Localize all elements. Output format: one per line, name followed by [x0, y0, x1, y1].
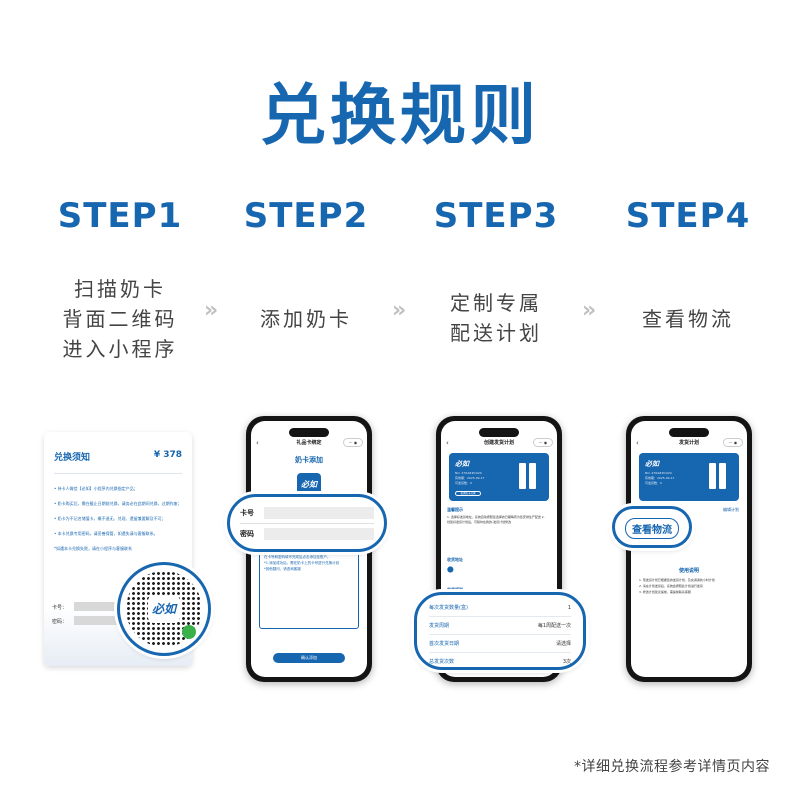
card-number-input[interactable] — [264, 507, 374, 519]
change-card-button[interactable]: 更换奶卡兑换 — [455, 491, 481, 496]
back-icon[interactable]: ‹ — [446, 439, 449, 447]
card-password-value — [74, 616, 124, 625]
step-3-desc: 定制专属 配送计划 — [450, 291, 542, 345]
brand-logo: 必如 — [455, 460, 469, 468]
qr-logo: 必如 — [148, 595, 180, 623]
milk-box-image — [519, 463, 526, 489]
tips-text: 1. 选择好发货地址，系统自动按照您选择的日期每周为您安排生产配送 2. 创建好… — [447, 515, 545, 524]
capsule-menu-icon[interactable]: ··· ◉ — [723, 438, 743, 447]
rule-row[interactable]: 总发货次数 3次 — [429, 653, 571, 671]
rule-value: 1 — [567, 605, 571, 611]
milk-box-image — [529, 463, 536, 489]
card-password-label: 密码： — [52, 619, 68, 625]
capsule-menu-icon[interactable]: ··· ◉ — [343, 438, 363, 447]
location-pin-icon[interactable]: ⬤ — [447, 566, 454, 573]
address-heading: 收货地址 — [447, 557, 463, 562]
step-4-desc: 查看物流 — [642, 307, 734, 331]
tips-heading: 温馨提示 — [447, 507, 463, 512]
step-3-title: STEP3 — [433, 196, 559, 236]
card-heading: 兑换须知 — [54, 453, 91, 463]
confirm-add-button[interactable]: 确认添加 — [273, 653, 345, 663]
nav-title: 发货计划 — [678, 440, 699, 446]
phone-screen: 发货计划 ‹ ··· ◉ 必如 NO. 4764##1020 有效期：2025-… — [631, 421, 747, 677]
edit-plan-link[interactable]: 编辑计划 — [723, 507, 739, 512]
capsule-menu-icon[interactable]: ··· ◉ — [533, 438, 553, 447]
card-number-value — [74, 602, 124, 611]
brand-logo: 必如 — [645, 460, 659, 468]
back-icon[interactable]: ‹ — [636, 439, 639, 447]
instructions-text: 1. 现发货计划已根据您的发货计划，及充满满的小时计划 2. 请在计划发货后，系… — [639, 578, 715, 594]
password-label: 密码 — [240, 529, 254, 538]
rule-label: 总发货次数 — [429, 659, 455, 665]
instructions-heading: 使用说明 — [678, 568, 699, 574]
back-icon[interactable]: ‹ — [256, 439, 259, 447]
card-number-label: 卡号 — [240, 509, 254, 517]
nav-title: 礼品卡绑定 — [296, 440, 322, 446]
card-info: NO. 4764##1020 有效期：2025-09-17 可发货数：0 — [645, 471, 675, 485]
rule-label: 发货周期 — [429, 623, 450, 629]
card-rule-line: • 奶卡购买后，需在截止日期前兑换，请务必在此期间兑换，过期作废； — [54, 501, 182, 506]
rules-heading: 发货规则 — [447, 587, 463, 592]
phone-notch — [669, 428, 709, 437]
milk-card-preview: 必如 NO. 4764##1020 有效期：2025-09-17 可发货数：0 — [639, 453, 739, 501]
card-number-row: 卡号 — [240, 503, 374, 523]
card-rule-line: • 奶卡为不记名储值卡，概不退无、兑现、遗留兼要解及不可； — [54, 516, 166, 521]
view-logistics-button[interactable]: 查看物流 — [625, 518, 679, 539]
milk-card-back: 兑换须知 ¥ 378 • 持卡人微信【必如】小程序内兑换指定产品； • 奶卡购买… — [44, 432, 192, 666]
card-input-callout: 卡号 密码 — [227, 494, 387, 552]
footnote: *详细兑换流程参考详情页内容 — [574, 759, 770, 775]
phone-step-4: 发货计划 ‹ ··· ◉ 必如 NO. 4764##1020 有效期：2025-… — [626, 416, 752, 682]
divider — [54, 473, 182, 474]
step-1: STEP1 扫描奶卡 背面二维码 进入小程序 — [30, 196, 210, 364]
qr-code[interactable]: 必如 — [117, 562, 211, 656]
rule-value: 每1周配送一次 — [537, 623, 571, 629]
rule-label: 每次发货数量(盒) — [429, 605, 468, 611]
card-rules: • 持卡人微信【必如】小程序内兑换指定产品； • 奶卡购买后，需在截止日期前兑换… — [44, 484, 192, 553]
step-2: STEP2 添加奶卡 — [216, 196, 396, 334]
rule-value: 请选择 — [555, 641, 571, 647]
delivery-rules-callout: 每次发货数量(盒) 1 发货周期 每1周配送一次 首次发货日期 请选择 总发货次数 3次 — [414, 592, 586, 670]
chevron-right-icon: » — [392, 298, 406, 323]
phone-notch — [479, 428, 519, 437]
card-number-label: 卡号： — [52, 605, 68, 611]
step-4: STEP4 查看物流 — [598, 196, 778, 334]
milk-box-image — [709, 463, 716, 489]
step-2-desc: 添加奶卡 — [260, 307, 352, 331]
step-1-title: STEP1 — [57, 196, 183, 236]
chevron-right-icon: » — [582, 298, 596, 323]
brand-logo: 必如 — [297, 473, 321, 497]
card-rule-line: • 持卡人微信【必如】小程序内兑换指定产品； — [54, 486, 138, 491]
phone-notch — [289, 428, 329, 437]
rule-row[interactable]: 发货周期 每1周配送一次 — [429, 617, 571, 635]
card-rule-line: • 本卡兑换专用密码，请妥善保管，如遗失请与客服联系。 — [54, 531, 158, 536]
rule-label: 首次发货日期 — [429, 641, 460, 647]
step-3: STEP3 定制专属 配送计划 — [406, 196, 586, 348]
card-price: ¥ 378 — [153, 450, 182, 460]
step-1-desc: 扫描奶卡 背面二维码 进入小程序 — [62, 277, 178, 361]
logistics-callout: 查看物流 — [612, 506, 692, 548]
password-input[interactable] — [264, 527, 374, 540]
milk-card-preview: 必如 NO. 4764##1020 有效期：2025-09-17 可发货数：0 … — [449, 453, 549, 501]
card-rule-line: *如遇本卡兑换失败，请在小程序与客服联系 — [54, 546, 132, 551]
chevron-right-icon: » — [204, 298, 218, 323]
milk-box-image — [719, 463, 726, 489]
rule-row[interactable]: 首次发货日期 请选择 — [429, 635, 571, 653]
add-card-title: 奶卡添加 — [295, 456, 323, 464]
page-title: 兑换规则 — [260, 77, 540, 154]
nav-title: 创建发货计划 — [483, 440, 514, 446]
step-2-title: STEP2 — [243, 196, 369, 236]
card-info: NO. 4764##1020 有效期：2025-09-17 可发货数：0 — [455, 471, 485, 485]
rule-value: 3次 — [562, 659, 571, 665]
password-row: 密码 — [240, 523, 374, 543]
rule-row[interactable]: 每次发货数量(盒) 1 — [429, 599, 571, 617]
step-4-title: STEP4 — [625, 196, 751, 236]
mini-program-icon — [182, 625, 196, 639]
